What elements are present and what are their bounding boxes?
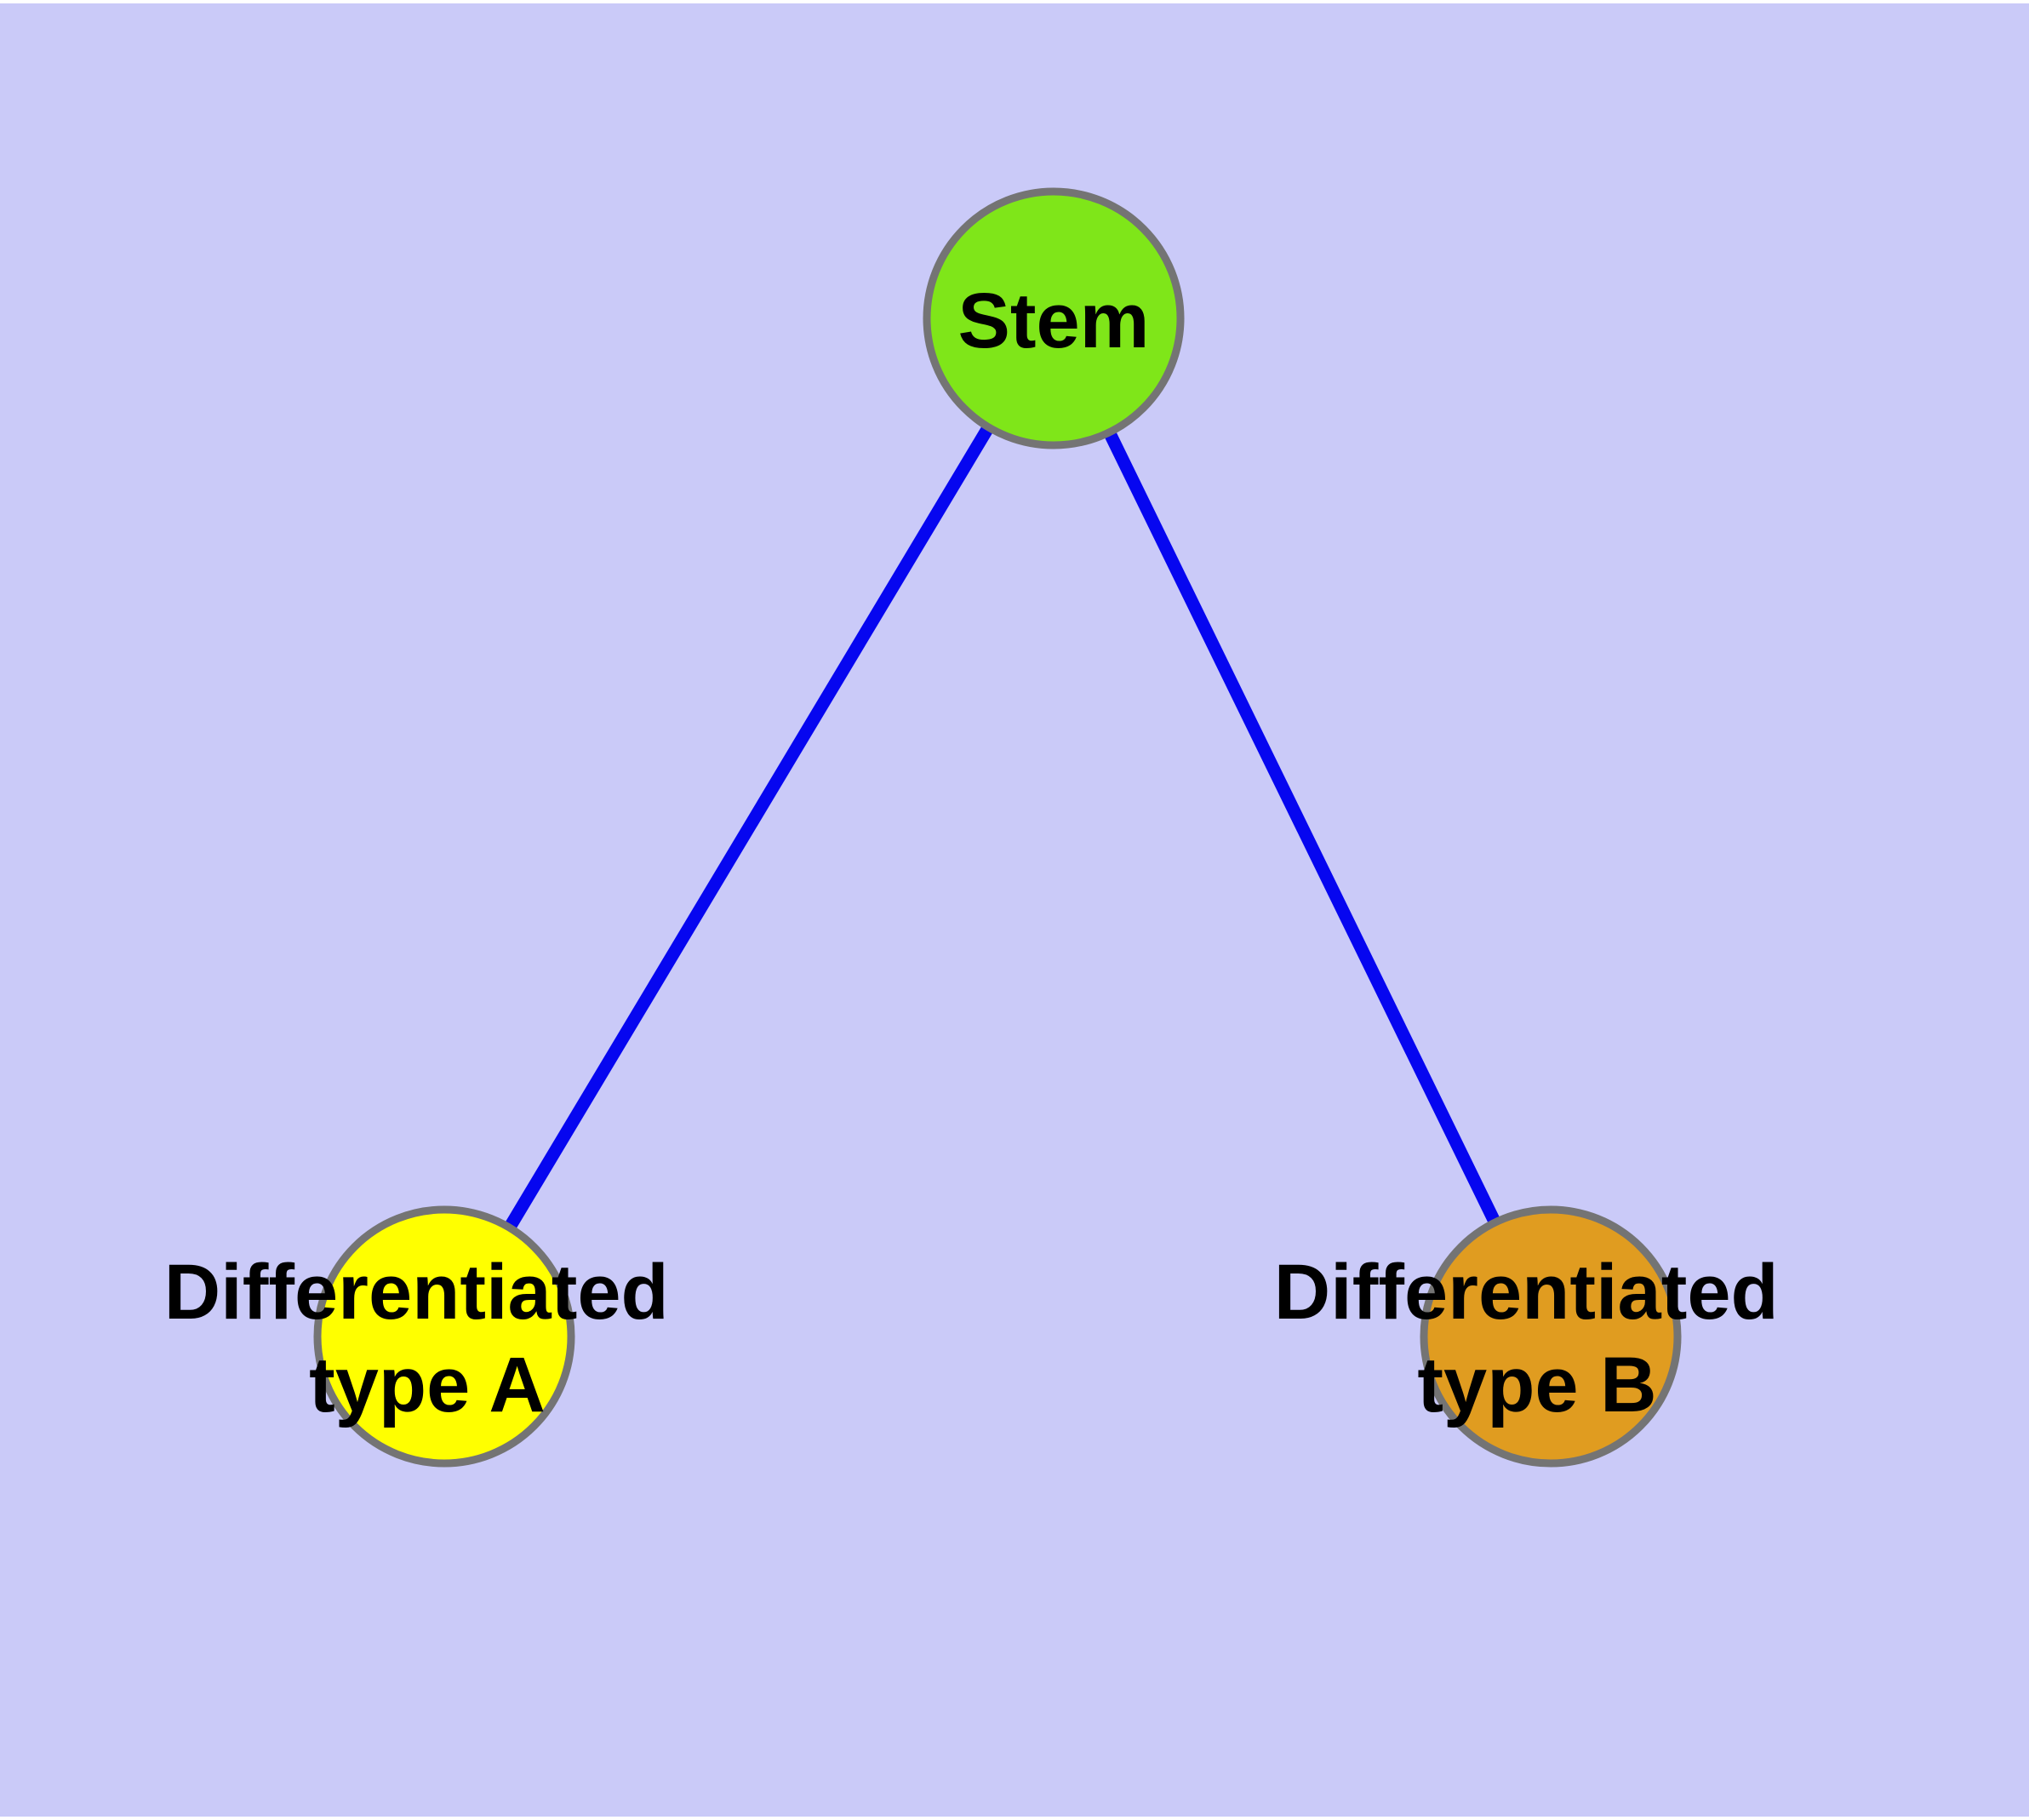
node-typeB-circle xyxy=(1420,1205,1682,1468)
node-stem-circle xyxy=(923,187,1185,449)
node-stem: Stem xyxy=(923,187,1185,449)
edge-stem-to-typeB xyxy=(1048,315,1557,1340)
node-typeB-label-line-1: Differentiated xyxy=(1274,1249,1779,1336)
node-typeB-label: Differentiated type B xyxy=(1274,1249,1801,1428)
node-typeA-label-line-2: type A xyxy=(309,1342,546,1428)
edge-stem-to-typeA xyxy=(438,315,1060,1340)
node-typeA-label-line-1: Differentiated xyxy=(164,1249,669,1336)
node-differentiated-type-b: Differentiated type B xyxy=(1274,1205,1801,1468)
node-typeA-label: Differentiated type A xyxy=(164,1249,691,1428)
node-typeA-circle xyxy=(313,1205,575,1468)
node-differentiated-type-a: Differentiated type A xyxy=(164,1205,691,1468)
node-typeB-label-line-2: type B xyxy=(1417,1342,1656,1428)
node-stem-label: Stem xyxy=(958,278,1150,364)
